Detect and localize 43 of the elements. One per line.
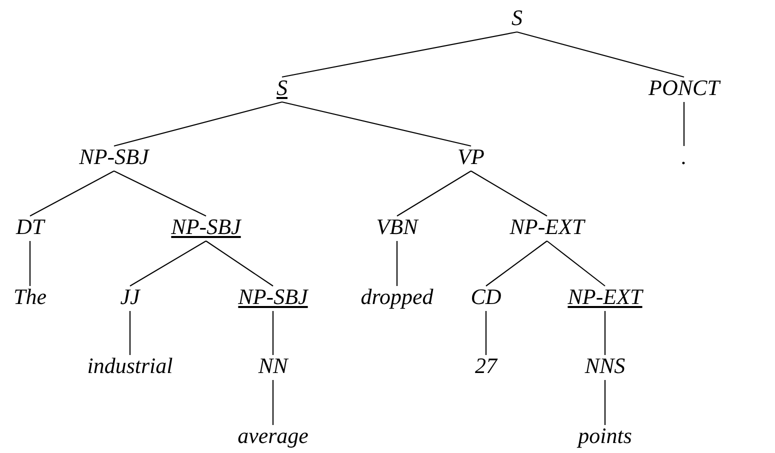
tree-branch [129,311,131,355]
tree-label: VBN [376,215,418,239]
tree-branch [272,380,274,425]
tree-branch [396,170,472,216]
tree-label: points [578,424,632,448]
tree-branch [604,311,606,355]
tree-label: NP-EXT [510,215,584,239]
tree-branch [130,240,206,286]
tree-label: PONCT [648,76,720,100]
tree-label: S [512,6,522,30]
tree-branch [272,311,274,355]
tree-label: industrial [87,354,173,378]
tree-branch [516,31,684,78]
tree-label: NP-SBJ [238,285,308,309]
tree-branch [396,241,398,286]
tree-branch [486,240,548,286]
tree-label: DT [16,215,44,239]
tree-label: S [276,76,288,100]
tree-branch [546,240,606,286]
tree-label: JJ [120,285,140,309]
tree-label: NP-SBJ [171,215,241,239]
tree-branch [114,101,282,147]
tree-branch [604,380,606,425]
tree-label: dropped [360,285,434,309]
tree-branch [683,102,685,146]
tree-label: NNS [584,354,626,378]
tree-branch [470,170,548,216]
tree-branch [206,240,274,286]
tree-label: . [681,145,687,169]
tree-label: average [238,424,308,448]
tree-label: CD [470,285,502,309]
tree-branch [485,311,487,355]
tree-label: NP-SBJ [79,145,149,169]
tree-branch [29,241,31,286]
tree-label: 27 [475,354,497,378]
tree-label: NN [258,354,288,378]
tree-label: The [14,285,46,309]
tree-label: VP [458,145,484,169]
tree-branch [282,101,472,147]
tree-branch [282,31,518,78]
tree-label: NP-EXT [568,285,642,309]
tree-branch [30,170,114,216]
tree-branch [114,170,206,216]
